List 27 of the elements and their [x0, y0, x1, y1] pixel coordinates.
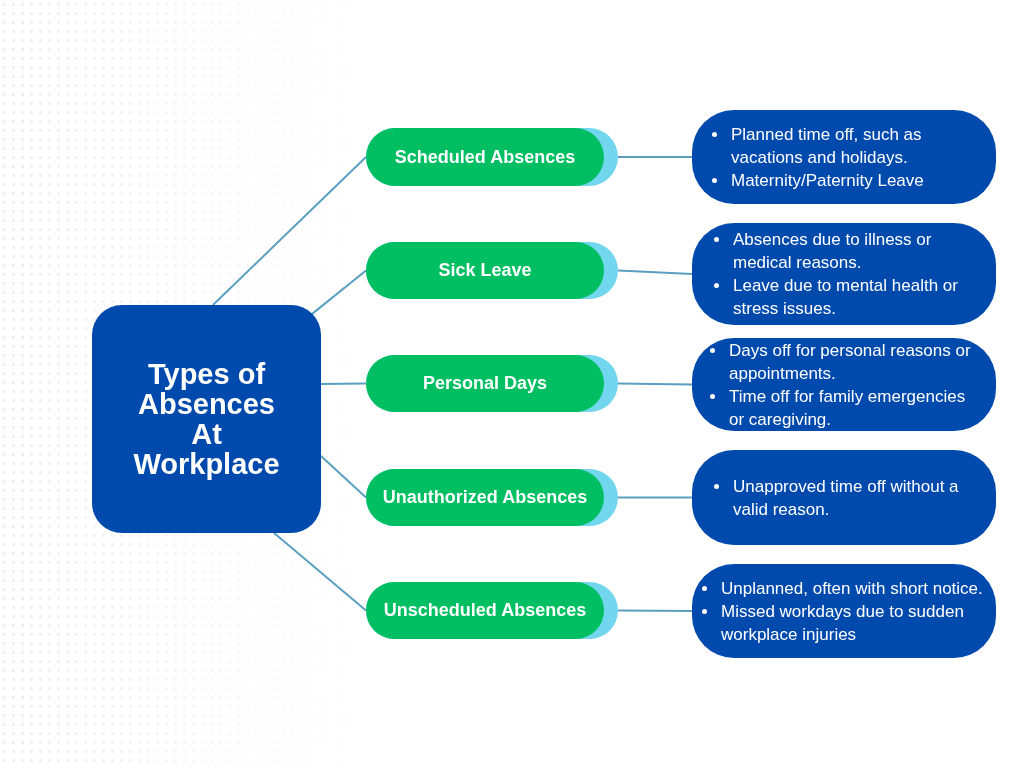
description-text: Days off for personal reasons or appointments.: [729, 339, 972, 385]
category-label: Unauthorized Absences: [366, 469, 604, 526]
connector-line: [617, 609, 693, 612]
connector-line: [617, 496, 693, 499]
connector-line: [617, 382, 693, 386]
description-text: Absences due to illness or medical reasons.: [733, 229, 933, 274]
description-text: Missed workdays due to sudden workplace injuries: [721, 600, 965, 646]
description-text: Leave due to mental health or stress issues.: [733, 275, 959, 320]
connector-line: [320, 382, 367, 385]
connector-line: [617, 156, 693, 158]
topic-box: [92, 305, 321, 533]
description-box: [692, 223, 996, 325]
connector-line: [273, 532, 367, 612]
category-label: Sick Leave: [366, 242, 604, 299]
description-text: Unapproved time off without a valid reason.: [733, 475, 960, 521]
description-text: Unplanned, often with short notice.: [721, 577, 984, 600]
connector-line: [320, 454, 367, 499]
topic-title: Types of Absences At Workplace: [132, 359, 281, 479]
connector-line: [310, 269, 367, 316]
description-text: Time off for family emergencies or caregiving.: [729, 385, 967, 431]
category-label: Scheduled Absences: [366, 128, 604, 186]
connector-line: [211, 156, 367, 306]
category-label: Unscheduled Absences: [366, 582, 604, 639]
category-label: Personal Days: [366, 355, 604, 412]
description-text: Planned time off, such as vacations and holidays.: [731, 123, 923, 169]
connector-line: [617, 269, 693, 275]
description-text: Maternity/Paternity Leave: [731, 169, 925, 192]
